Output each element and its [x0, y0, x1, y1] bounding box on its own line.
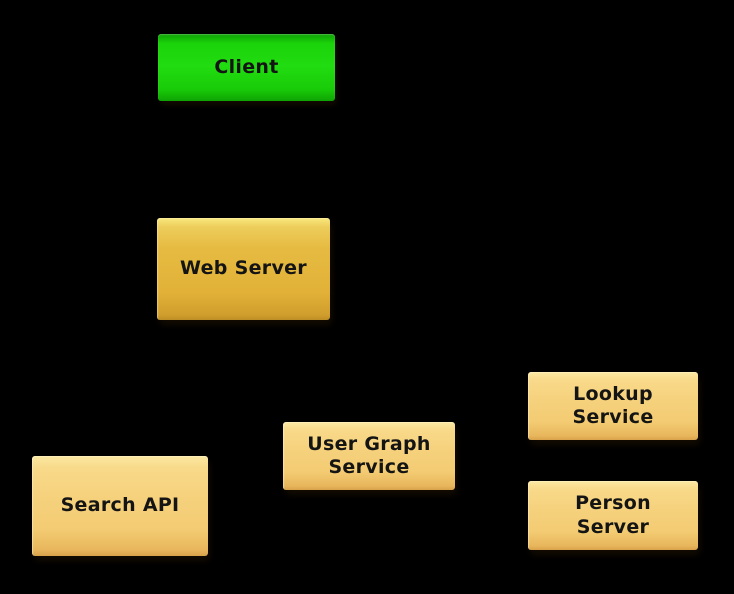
node-web-server: Web Server: [157, 218, 330, 320]
node-web-server-label: Web Server: [180, 257, 307, 280]
node-lookup-service: Lookup Service: [528, 372, 698, 440]
node-lookup-service-label: Lookup Service: [572, 382, 654, 428]
node-user-graph-service: User Graph Service: [283, 422, 455, 490]
node-client: Client: [158, 34, 335, 101]
node-person-server: Person Server: [528, 481, 698, 550]
node-client-label: Client: [214, 55, 279, 78]
node-person-server-label: Person Server: [575, 492, 651, 538]
node-search-api-label: Search API: [60, 494, 180, 517]
node-search-api: Search API: [32, 456, 208, 556]
node-user-graph-service-label: User Graph Service: [307, 432, 431, 478]
